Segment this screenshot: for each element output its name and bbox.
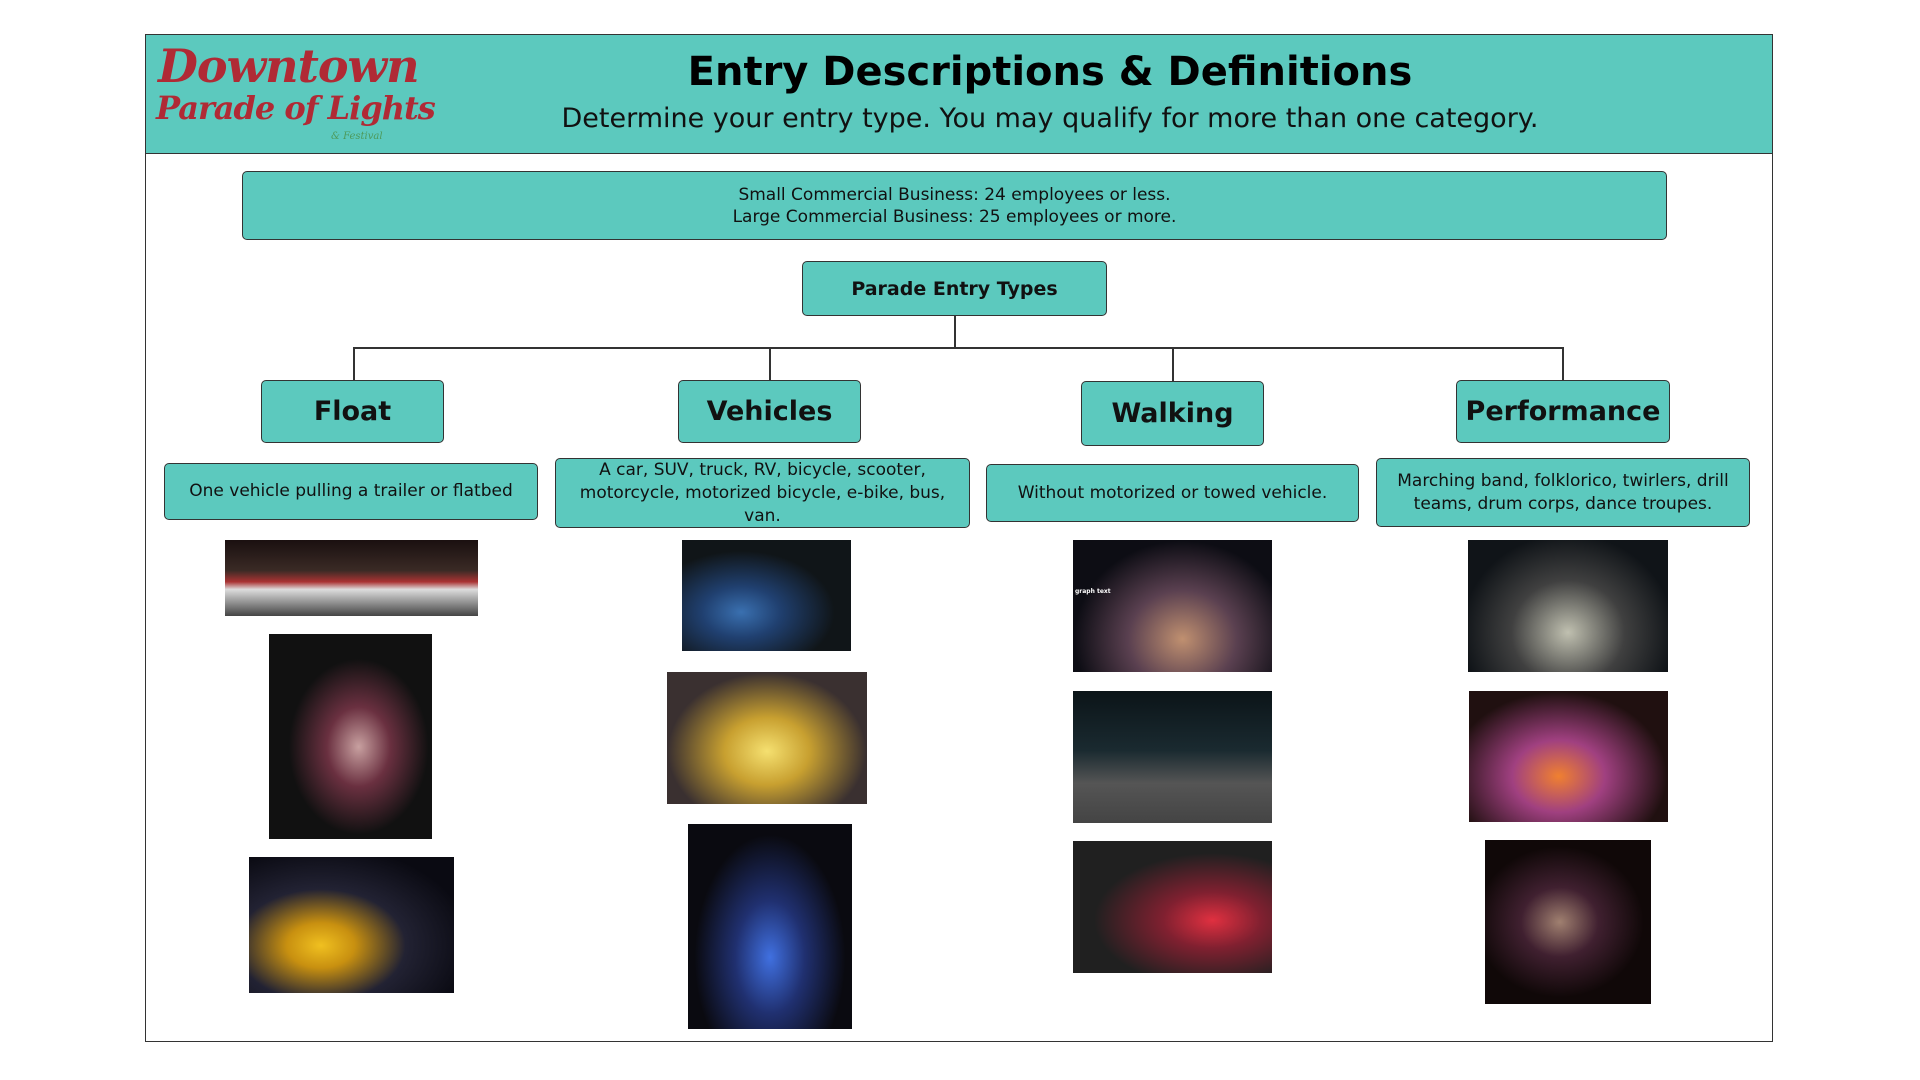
performance-photo xyxy=(1468,540,1668,672)
vehicles-photo xyxy=(688,824,852,1029)
connector xyxy=(1562,347,1564,380)
page-title: Entry Descriptions & Definitions xyxy=(687,49,1413,95)
category-float: Float xyxy=(261,380,444,443)
performance-description: Marching band, folklorico, twirlers, dri… xyxy=(1376,458,1750,527)
float-photo xyxy=(225,540,478,616)
vehicles-photo xyxy=(667,672,867,804)
connector xyxy=(954,316,956,348)
connector xyxy=(353,347,355,380)
walking-photo xyxy=(1073,691,1272,823)
photo-overlay-text: graph text xyxy=(1075,588,1111,595)
root-node: Parade Entry Types xyxy=(802,261,1107,316)
category-vehicles: Vehicles xyxy=(678,380,861,443)
connector xyxy=(354,347,1563,349)
connector xyxy=(1172,347,1174,381)
business-size-info: Small Commercial Business: 24 employees … xyxy=(242,171,1667,240)
logo-line3: & Festival xyxy=(331,131,383,142)
logo-line2: Parade of Lights xyxy=(156,89,436,127)
category-performance: Performance xyxy=(1456,380,1670,443)
performance-photo xyxy=(1469,691,1668,822)
walking-photo: graph text xyxy=(1073,540,1272,672)
float-photo xyxy=(249,857,454,993)
page-subtitle: Determine your entry type. You may quali… xyxy=(561,103,1539,134)
walking-description: Without motorized or towed vehicle. xyxy=(986,464,1359,522)
performance-photo xyxy=(1485,840,1651,1004)
vehicles-photo xyxy=(682,540,851,651)
vehicles-description: A car, SUV, truck, RV, bicycle, scooter,… xyxy=(555,458,970,528)
connector xyxy=(769,347,771,380)
info-line-small: Small Commercial Business: 24 employees … xyxy=(738,184,1171,205)
category-walking: Walking xyxy=(1081,381,1264,446)
header-banner: Downtown Parade of Lights & Festival Ent… xyxy=(145,34,1773,154)
float-description: One vehicle pulling a trailer or flatbed xyxy=(164,463,538,520)
walking-photo xyxy=(1073,841,1272,973)
info-line-large: Large Commercial Business: 25 employees … xyxy=(732,206,1177,227)
float-photo xyxy=(269,634,432,839)
logo-line1: Downtown xyxy=(158,39,420,93)
